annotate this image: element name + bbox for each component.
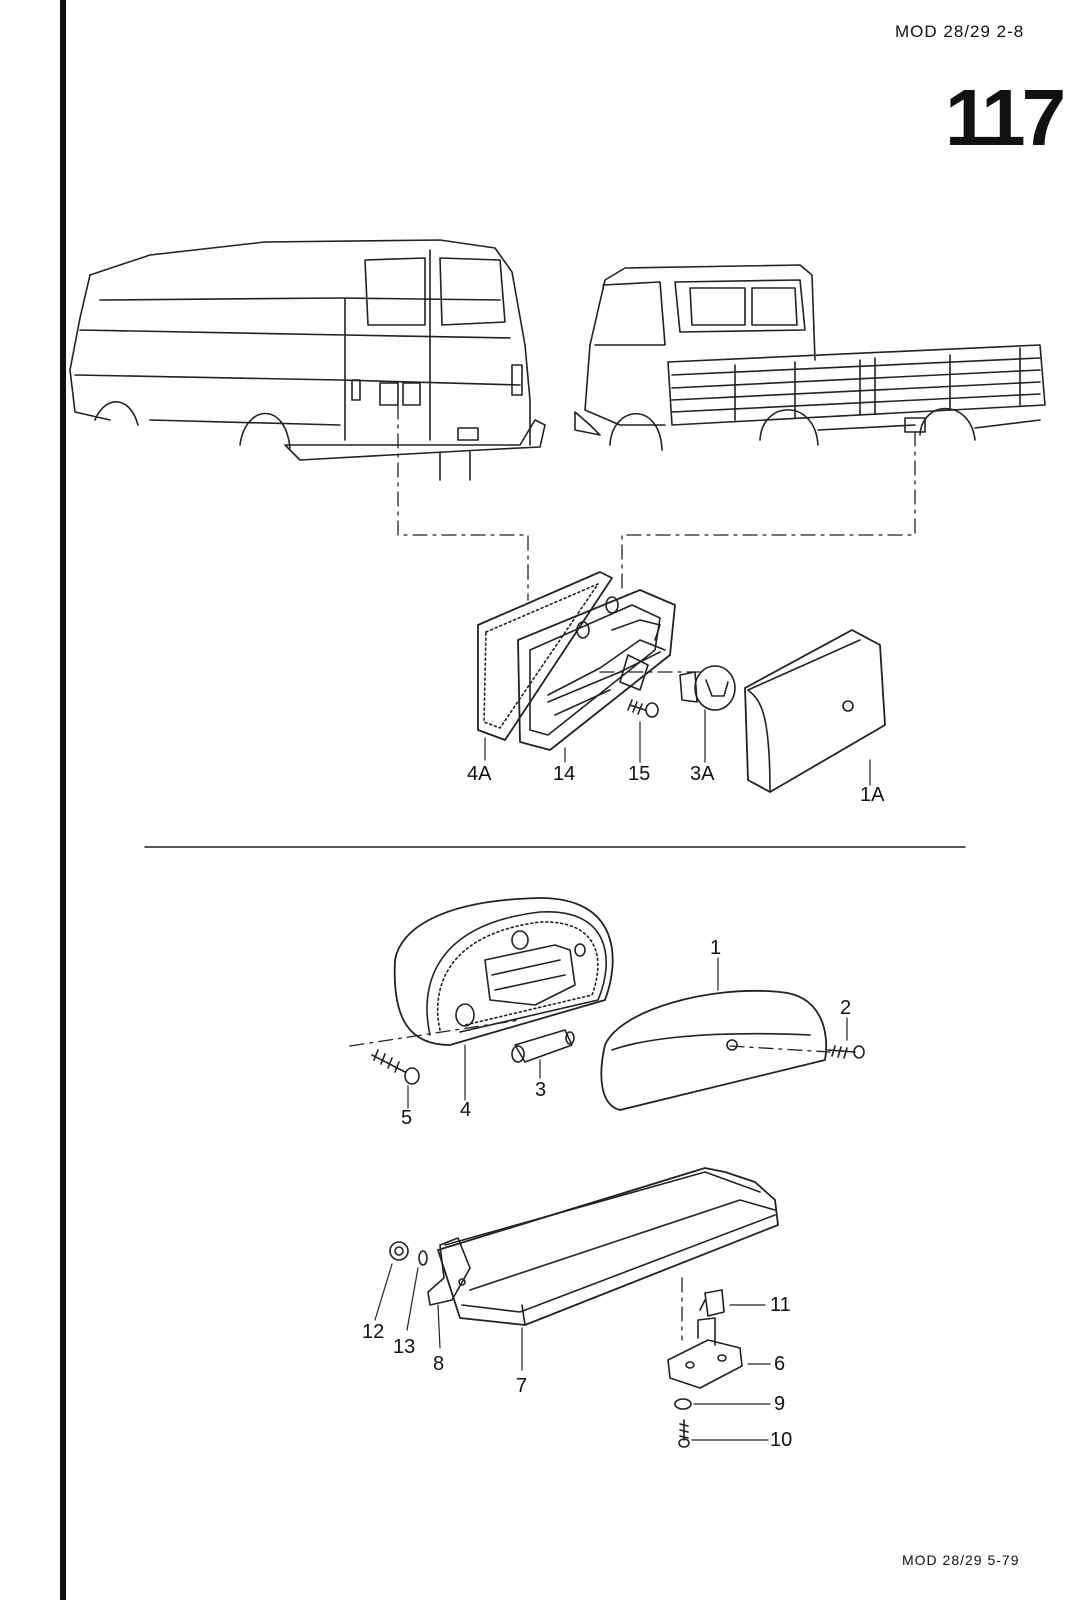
callout-14: 14 bbox=[553, 763, 575, 785]
leader-dashed-lines bbox=[349, 404, 916, 1341]
middle-licence-lamp-assembly bbox=[371, 897, 865, 1111]
callout-3: 3 bbox=[535, 1079, 546, 1101]
callout-9: 9 bbox=[774, 1393, 785, 1415]
binder-edge-line bbox=[60, 0, 66, 1600]
callout-3A: 3A bbox=[690, 763, 715, 785]
callout-4A: 4A bbox=[467, 763, 492, 785]
lower-licence-lamp-assembly bbox=[374, 1167, 779, 1448]
callout-6: 6 bbox=[774, 1353, 785, 1375]
footer-model-reference: MOD 28/29 5-79 bbox=[902, 1552, 1020, 1568]
callout-13: 13 bbox=[393, 1336, 415, 1358]
callout-2: 2 bbox=[840, 997, 851, 1019]
callout-1A: 1A bbox=[860, 784, 885, 806]
callout-15: 15 bbox=[628, 763, 650, 785]
callout-8: 8 bbox=[433, 1353, 444, 1375]
header-model-reference: MOD 28/29 2-8 bbox=[895, 22, 1025, 41]
callout-12: 12 bbox=[362, 1321, 384, 1343]
pickup-truck-illustration bbox=[574, 264, 1046, 451]
callout-11: 11 bbox=[770, 1294, 791, 1316]
callout-5: 5 bbox=[401, 1107, 412, 1129]
callout-4: 4 bbox=[460, 1099, 471, 1121]
page-number: 117 bbox=[945, 73, 1066, 162]
upper-licence-lamp-assembly bbox=[477, 571, 886, 793]
callout-1: 1 bbox=[710, 937, 721, 959]
callout-10: 10 bbox=[770, 1429, 792, 1451]
van-illustration bbox=[69, 239, 546, 481]
callout-7: 7 bbox=[516, 1375, 527, 1397]
